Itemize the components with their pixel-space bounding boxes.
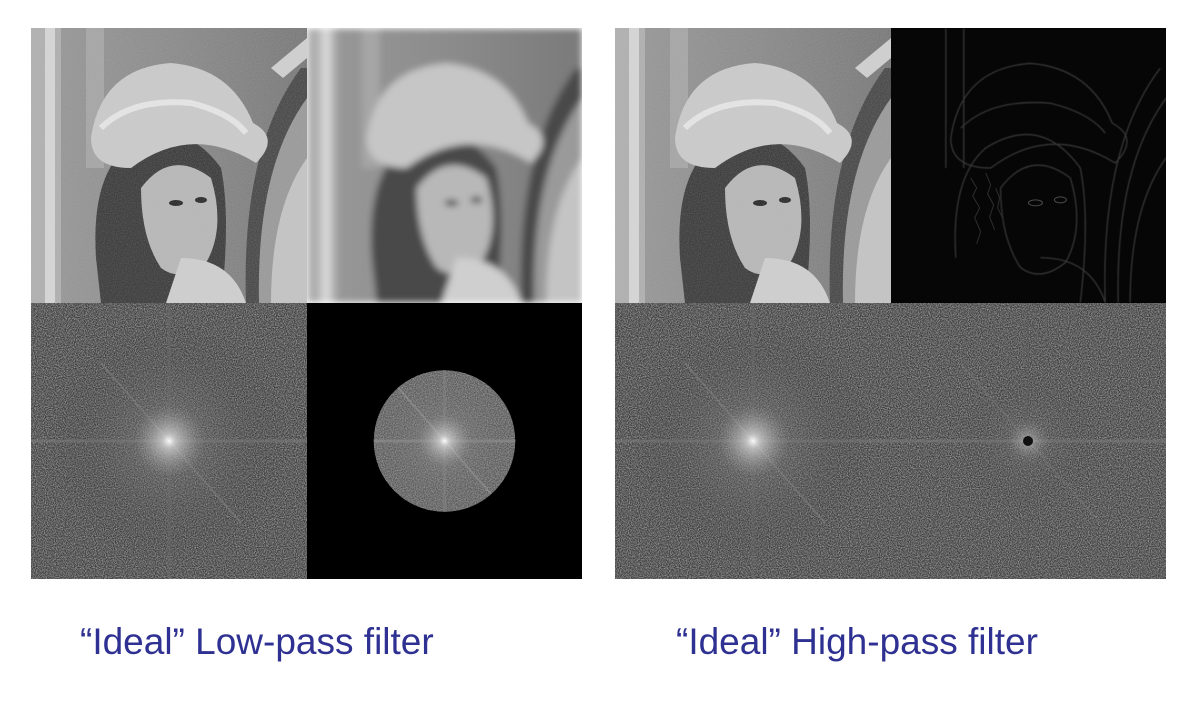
spectrum-high-pass-masked — [615, 303, 1166, 579]
high-pass-caption: “Ideal” High-pass filter — [676, 620, 1038, 664]
fourier-spectrum — [31, 303, 307, 579]
filtered-photo-blurred — [307, 28, 582, 303]
high-pass-figure — [615, 28, 1166, 579]
spectrum-low-pass-masked — [307, 303, 582, 579]
original-photo — [615, 28, 891, 303]
high-pass-caption-text: “Ideal” High-pass filter — [676, 621, 1038, 662]
low-pass-caption: “Ideal” Low-pass filter — [80, 620, 434, 664]
filtered-photo-edges — [891, 28, 1166, 303]
low-pass-caption-text: “Ideal” Low-pass filter — [80, 621, 434, 662]
low-pass-figure — [31, 28, 582, 579]
original-photo — [31, 28, 307, 303]
